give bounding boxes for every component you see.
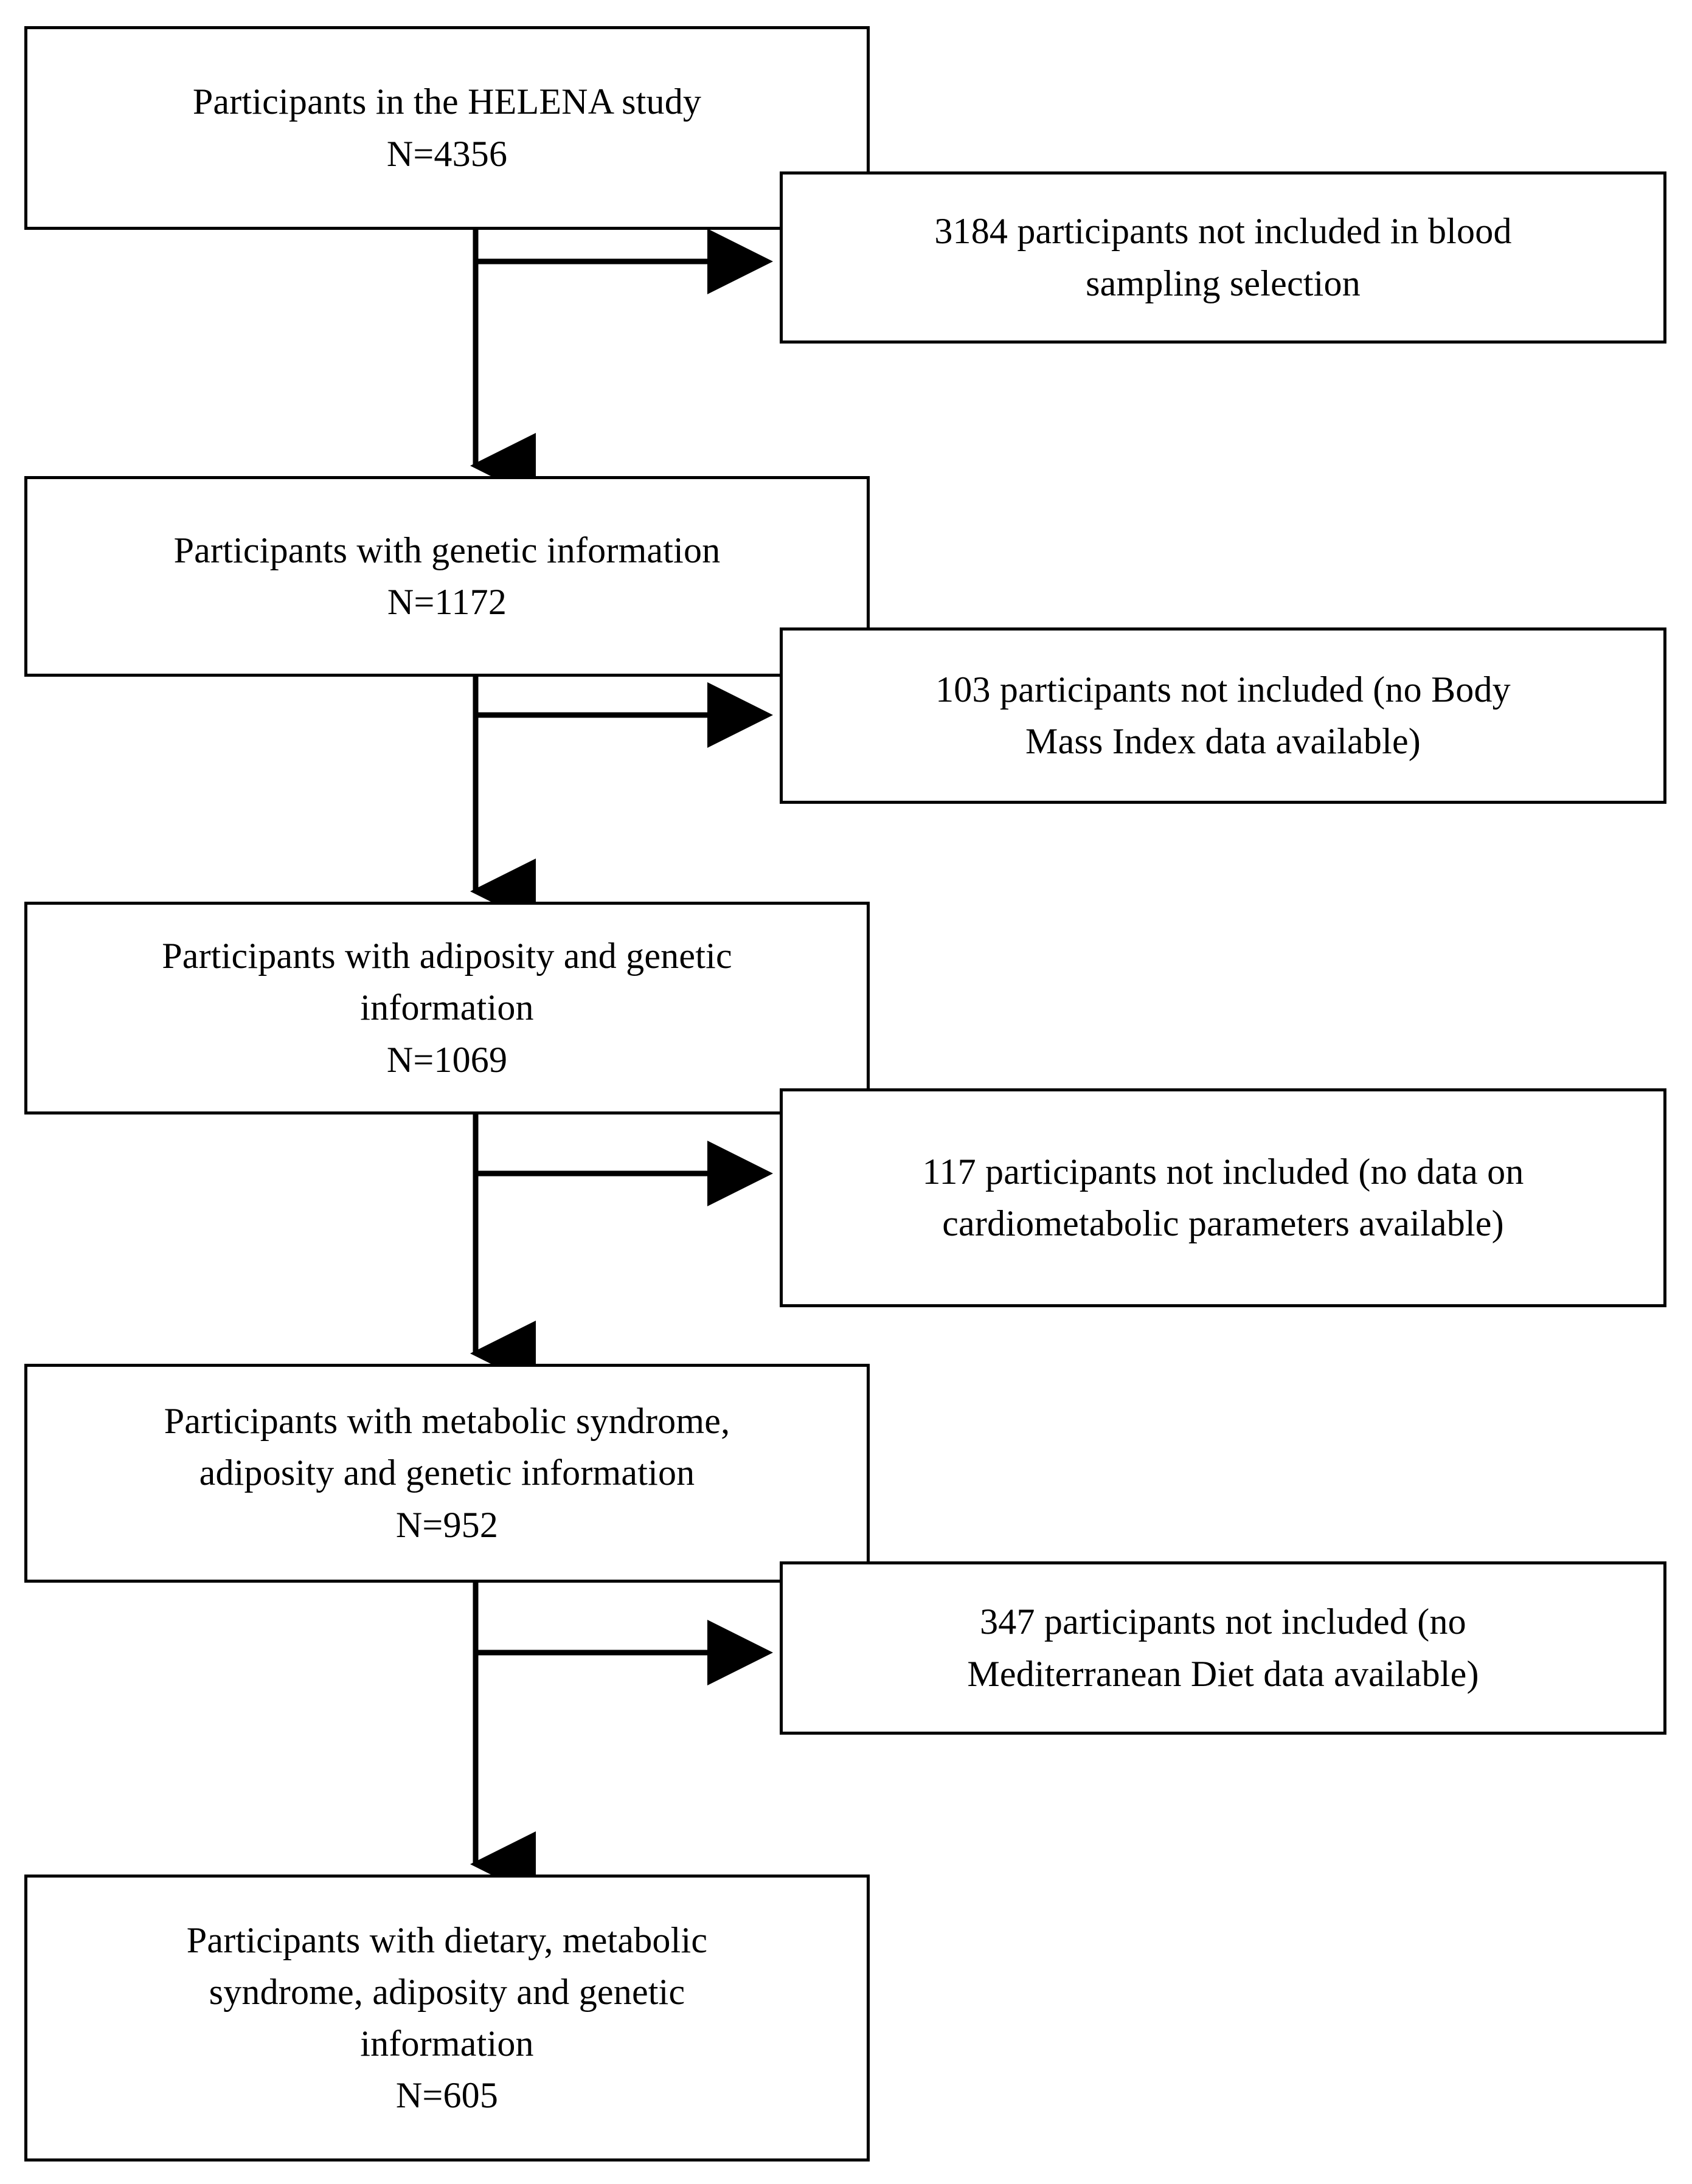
exclusion-node-blood-sampling: 3184 participants not included in blood … [780, 171, 1666, 344]
flow-node-count: N=1172 [387, 582, 507, 622]
exclusion-node-cardiometabolic-parameters: 117 participants not included (no data o… [780, 1088, 1666, 1307]
flow-node-text: Participants with dietary, metabolic syn… [27, 1915, 867, 2122]
flow-node-line: Participants in the HELENA study [192, 81, 702, 122]
exclusion-node-body-mass-index: 103 participants not included (no Body M… [780, 627, 1666, 804]
exclusion-node-line: 3184 participants not included in blood [934, 211, 1512, 252]
exclusion-node-line: Mediterranean Diet data available) [967, 1653, 1479, 1694]
exclusion-node-text: 347 participants not included (no Medite… [783, 1596, 1663, 1699]
flow-node-participants-genetic-information: Participants with genetic information N=… [24, 476, 870, 677]
flow-node-text: Participants with genetic information N=… [27, 525, 867, 628]
flow-node-text: Participants in the HELENA study N=4356 [27, 76, 867, 179]
exclusion-node-text: 117 participants not included (no data o… [783, 1146, 1663, 1249]
exclusion-node-line: Mass Index data available) [1025, 721, 1421, 761]
flow-node-line: information [360, 987, 534, 1028]
flow-node-line: Participants with dietary, metabolic [186, 1920, 708, 1960]
flow-node-line: Participants with genetic information [173, 530, 721, 570]
exclusion-node-text: 103 participants not included (no Body M… [783, 664, 1663, 767]
flow-node-text: Participants with adiposity and genetic … [27, 930, 867, 1086]
flow-node-line: Participants with adiposity and genetic [162, 936, 732, 976]
exclusion-node-text: 3184 participants not included in blood … [783, 206, 1663, 309]
exclusion-node-line: 117 participants not included (no data o… [922, 1151, 1524, 1192]
flow-node-count: N=952 [395, 1504, 499, 1545]
flow-node-line: information [360, 2023, 534, 2064]
flow-node-count: N=605 [395, 2075, 499, 2116]
flow-node-count: N=4356 [386, 133, 508, 174]
flow-node-line: Participants with metabolic syndrome, [164, 1401, 730, 1442]
flow-node-participants-metabolic-syndrome: Participants with metabolic syndrome, ad… [24, 1364, 870, 1583]
exclusion-node-line: 103 participants not included (no Body [935, 669, 1511, 710]
flow-node-line: syndrome, adiposity and genetic [209, 1971, 685, 2012]
exclusion-node-line: sampling selection [1086, 263, 1361, 303]
flow-node-text: Participants with metabolic syndrome, ad… [27, 1395, 867, 1551]
flow-node-line: adiposity and genetic information [199, 1453, 695, 1493]
exclusion-node-line: cardiometabolic parameters available) [942, 1203, 1504, 1243]
flow-node-count: N=1069 [386, 1039, 508, 1080]
flow-node-participants-adiposity-genetic: Participants with adiposity and genetic … [24, 902, 870, 1114]
flow-node-participants-helena-study: Participants in the HELENA study N=4356 [24, 26, 870, 230]
exclusion-node-mediterranean-diet: 347 participants not included (no Medite… [780, 1561, 1666, 1735]
flow-node-participants-final-sample: Participants with dietary, metabolic syn… [24, 1875, 870, 2162]
exclusion-node-line: 347 participants not included (no [980, 1602, 1466, 1642]
